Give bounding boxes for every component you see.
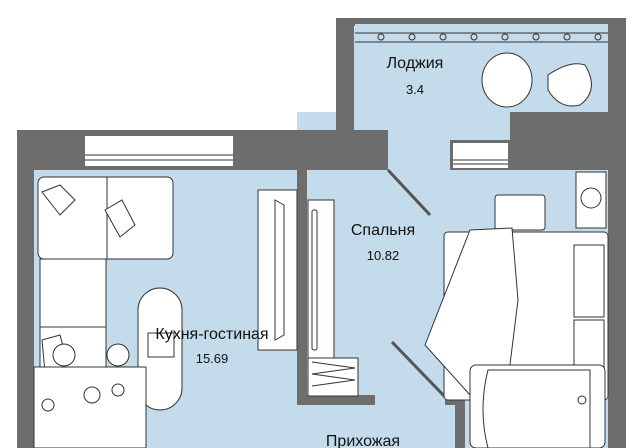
bathtub [469,364,606,448]
room-area-kitchen-living: 15.69 [196,351,229,366]
coffee-table [137,287,183,411]
room-area-loggia: 3.4 [406,82,424,97]
wardrobe [307,199,359,397]
tv-unit [257,189,298,351]
doors [386,168,450,402]
room-name-kitchen-living: Кухня-гостиная [155,326,268,343]
room-name-hallway: Прихожая [326,433,400,448]
loggia-furniture [481,52,592,108]
dining-set [33,343,147,448]
room-area-bedroom: 10.82 [367,248,400,263]
room-name-loggia: Лоджия [387,55,444,72]
room-name-bedroom: Спальня [351,222,415,239]
windows [85,24,608,168]
